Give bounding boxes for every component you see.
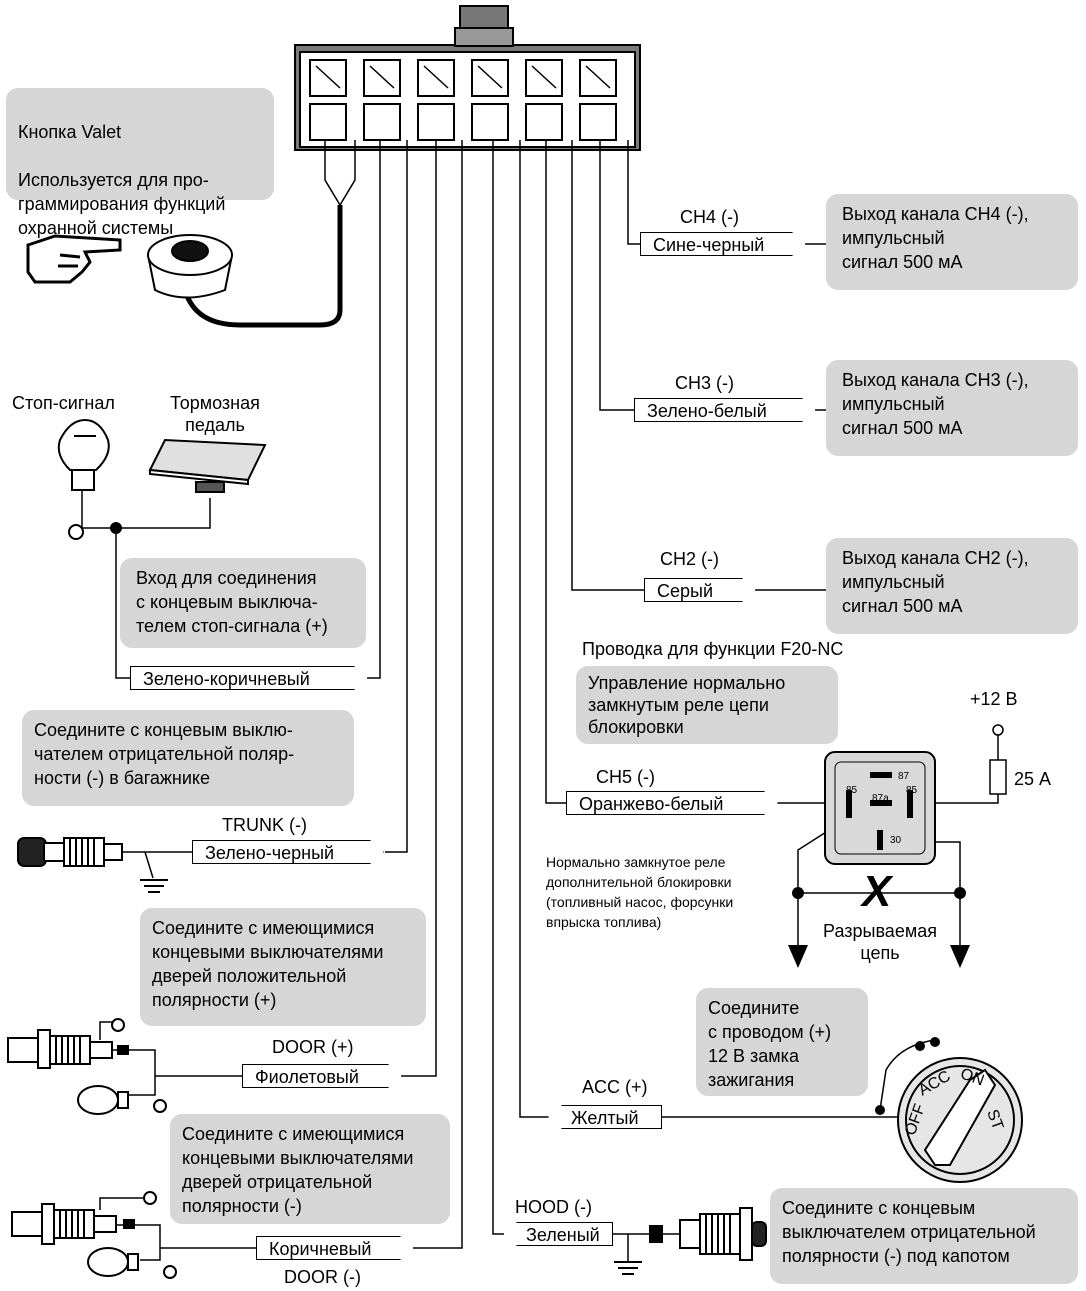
fuse	[989, 724, 1007, 795]
door-pos-switch	[7, 1018, 167, 1115]
wire-tag-green: Зеленый	[503, 1222, 613, 1246]
wire-tag-brown: Коричневый	[256, 1236, 414, 1260]
relay-description: Нормально замкнутое реле дополнительной …	[546, 854, 734, 930]
acc-note: Соедините с проводом (+) 12 В замка зажи…	[696, 988, 868, 1096]
ch5-signal-label: CH5 (-)	[596, 767, 655, 787]
fuse-label: 25 А	[1014, 769, 1052, 789]
brake-pedal	[110, 438, 267, 534]
trunk-switch	[17, 837, 168, 893]
hood-switch	[614, 1207, 767, 1275]
ch5-note: Управление нормально замкнутым реле цепи…	[576, 666, 838, 744]
wire-tag-blue-black: Сине-черный	[640, 232, 806, 256]
valet-desc: Используется для про- граммирования функ…	[18, 170, 226, 238]
door-neg-switch	[11, 1191, 177, 1279]
door-pos-note: Соедините с имеющимися концевыми выключа…	[140, 908, 426, 1026]
ch4-signal-label: CH4 (-)	[680, 207, 739, 227]
ignition-switch	[875, 1037, 1023, 1183]
relay-pin-85b: 85	[906, 785, 918, 796]
ch2-signal-label: CH2 (-)	[660, 549, 719, 569]
relay-pin-30: 30	[890, 835, 902, 846]
break-circuit-label: Разрываемая цепь	[823, 921, 937, 963]
door-neg-note: Соедините с имеющимися концевыми выключа…	[170, 1114, 450, 1224]
brake-note: Вход для соединения с концевым выключа- …	[120, 558, 366, 648]
relay	[824, 751, 936, 865]
acc-signal-label: ACC (+)	[582, 1077, 648, 1097]
door-pos-signal-label: DOOR (+)	[272, 1037, 354, 1057]
ch4-note: Выход канала CH4 (-), импульсный сигнал …	[826, 194, 1078, 290]
ch3-note: Выход канала CH3 (-), импульсный сигнал …	[826, 360, 1078, 456]
break-cross: X	[862, 867, 892, 916]
hood-signal-label: HOOD (-)	[515, 1197, 592, 1217]
stop-lamp	[57, 418, 110, 540]
brake-pedal-label: Тормозная педаль	[170, 393, 260, 435]
pointing-hand-icon	[26, 234, 122, 284]
wire-tag-violet: Фиолетовый	[242, 1064, 402, 1088]
ch3-signal-label: CH3 (-)	[675, 373, 734, 393]
wire-tag-green-brown: Зелено-коричневый	[130, 666, 368, 690]
wire-tag-gray: Серый	[644, 578, 756, 602]
plus12-label: +12 В	[970, 689, 1018, 709]
wire-tag-orange-white: Оранжево-белый	[566, 791, 778, 815]
relay-pin-87a: 87a	[872, 793, 889, 804]
trunk-note: Соедините с концевым выклю- чателем отри…	[22, 710, 354, 806]
valet-title: Кнопка Valet	[18, 122, 122, 142]
stop-signal-label: Стоп-сигнал	[12, 393, 115, 413]
ch2-note: Выход канала CH2 (-), импульсный сигнал …	[826, 538, 1078, 634]
wire-tag-green-white: Зелено-белый	[634, 398, 816, 422]
main-connector	[294, 5, 641, 151]
hood-note: Соедините с концевым выключателем отрица…	[770, 1188, 1078, 1284]
wire-tag-yellow: Желтый	[548, 1105, 662, 1129]
relay-pin-85a: 85	[846, 785, 858, 796]
door-neg-signal-label: DOOR (-)	[284, 1267, 361, 1287]
relay-pin-87: 87	[898, 771, 910, 782]
wire-tag-green-black: Зелено-черный	[192, 840, 384, 864]
ch5-heading: Проводка для функции F20-NC	[582, 639, 844, 659]
break-arrows	[788, 887, 970, 968]
valet-note: Кнопка Valet Используется для про- грамм…	[6, 88, 274, 238]
trunk-signal-label: TRUNK (-)	[222, 815, 307, 835]
valet-button	[147, 234, 233, 299]
